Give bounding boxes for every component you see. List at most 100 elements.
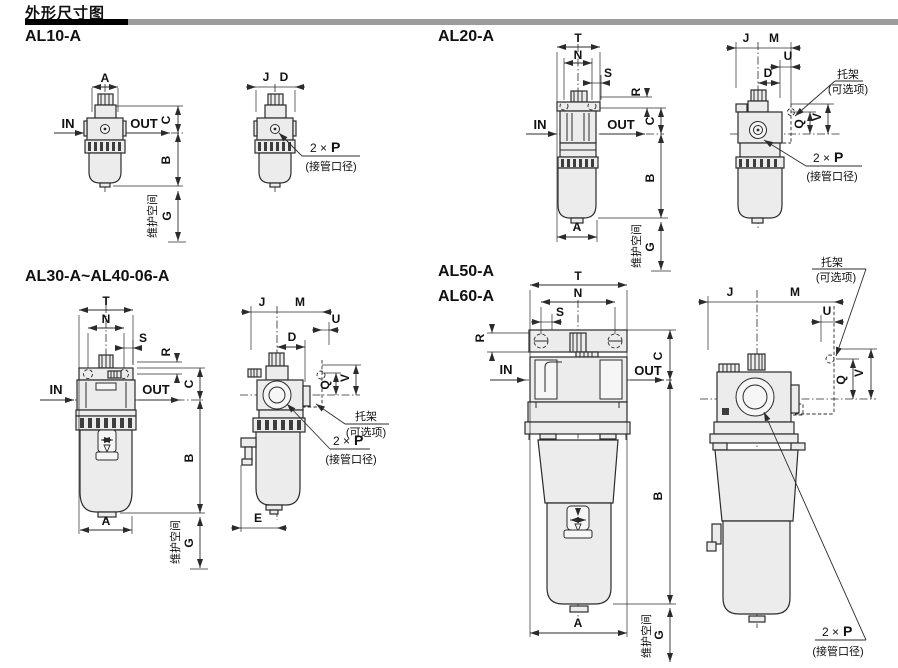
al60-bowl [722, 520, 791, 615]
al10-front-view: A IN OUT C B 维护空间 [54, 71, 186, 243]
port-dim-p: P [834, 149, 843, 165]
al30-drain-fitting [240, 437, 257, 448]
al50-dim-T: T [529, 269, 628, 637]
dim-label: S [139, 331, 147, 345]
port-qty: 2 × [822, 625, 839, 639]
al60-dim-U: U [811, 304, 844, 342]
al10-in-arrow: IN [54, 116, 84, 136]
dim-label: D [288, 330, 297, 344]
al20-out-arrow: OUT [600, 117, 645, 137]
al30-sight-dome [95, 429, 119, 461]
dim-label: T [102, 294, 110, 308]
al20-dim-T: T [556, 31, 601, 242]
al30-dim-N: N [87, 312, 125, 368]
dim-label: J [727, 285, 734, 299]
bracket-optional-label: (可选项) [346, 426, 386, 439]
al50-sight-dome [563, 505, 593, 539]
al50-dim-N: N [540, 286, 616, 334]
al30-dim-C: C [137, 367, 205, 400]
dim-label: Q [792, 119, 806, 128]
al30-front-view: T N S R C [40, 294, 208, 570]
al20-front-view: T N S R C [526, 31, 671, 272]
al30-dim-A: A [80, 514, 133, 534]
al10-bowl [88, 152, 122, 184]
port-note: (接管口径) [806, 169, 857, 183]
al20-dim-R: R [600, 87, 666, 117]
al60-side-body [706, 353, 806, 623]
dim-label: N [102, 312, 111, 326]
dim-label: G [160, 211, 174, 220]
al20-bracket-callout: 托架 (可选项) [794, 67, 868, 117]
section-heading-al60: AL60-A [438, 288, 495, 305]
out-label: OUT [607, 117, 635, 132]
title-rule-gray [128, 19, 898, 25]
al20-front-body [556, 90, 601, 224]
al20-port-callout: 2 × P (接管口径) [763, 139, 862, 183]
al10-dim-B: B [113, 133, 183, 187]
al50-out-arrow: OUT [630, 363, 664, 383]
al30-dim-S: S [115, 331, 147, 365]
dim-label: Q [834, 375, 848, 384]
al60-dim-V: V [836, 348, 877, 399]
dim-label: B [159, 155, 173, 164]
section-heading-al30: AL30-A~AL40-06-A [25, 268, 170, 285]
al50-collar [524, 421, 631, 435]
dim-label: G [182, 538, 196, 547]
al20-dim-U: U [770, 49, 801, 98]
al20-dim-S: S [583, 66, 612, 100]
bracket-optional-label: (可选项) [828, 83, 868, 96]
in-label: IN [62, 116, 75, 131]
al50-bowl-guard [537, 439, 619, 504]
port-qty: 2 × [813, 151, 830, 165]
al60-side-view: J M U Q V [698, 255, 877, 658]
al10-dim-D: D [280, 70, 305, 112]
al20-dim-B: B [598, 134, 668, 219]
al50-dim-G: 维护空间 G [639, 608, 673, 662]
dim-label: C [651, 351, 665, 360]
al30-dim-B: B [120, 400, 205, 514]
dim-label: C [159, 115, 173, 124]
al10-dim-A: A [91, 71, 119, 112]
dim-label: D [764, 66, 773, 80]
port-dim-p: P [354, 432, 363, 448]
page-title: 外形尺寸图 [25, 5, 106, 22]
dim-label: J [263, 70, 270, 84]
dim-label: C [643, 116, 657, 125]
al20-side-view: J M U D Q [726, 31, 868, 228]
port-note: (接管口径) [305, 159, 356, 173]
dim-label: M [769, 31, 779, 45]
al20-in-arrow: IN [526, 117, 557, 137]
al30-in-arrow: IN [40, 382, 74, 403]
dim-label: T [574, 31, 582, 45]
dim-label: S [556, 305, 564, 319]
port-dim-p: P [331, 139, 340, 155]
port-qty: 2 × [333, 434, 350, 448]
port-note: (接管口径) [812, 644, 863, 658]
dim-label: A [101, 71, 110, 85]
al30-dim-E: E [231, 465, 287, 532]
dim-label: A [574, 616, 583, 630]
al60-dim-J: J [698, 285, 834, 350]
dim-label: R [159, 347, 173, 356]
al10-side-view: J D 2 × P (接管口径) [246, 70, 360, 192]
al20-dim-C: C [643, 108, 664, 134]
maintenance-space-label: 维护空间 [639, 614, 653, 658]
al10-dim-C: C [116, 105, 183, 133]
al20-body-block [559, 110, 597, 144]
al30-out-arrow: OUT [138, 382, 180, 403]
al60-dim-M: M [790, 285, 844, 305]
port-dim-p: P [843, 623, 852, 639]
al30-dim-D: D [277, 330, 306, 382]
dim-label: G [643, 242, 657, 251]
dim-label: V [338, 374, 352, 382]
al50-bowl [546, 502, 612, 605]
al50-front-body [524, 329, 631, 613]
al20-dim-D: D [758, 66, 780, 86]
dim-label: B [182, 453, 196, 462]
al60-bowl-guard [714, 449, 799, 522]
al30-side-bowl [255, 431, 301, 506]
al10-dim-J: J [246, 70, 295, 112]
dim-label: V [852, 369, 866, 377]
dim-label: N [574, 48, 583, 62]
